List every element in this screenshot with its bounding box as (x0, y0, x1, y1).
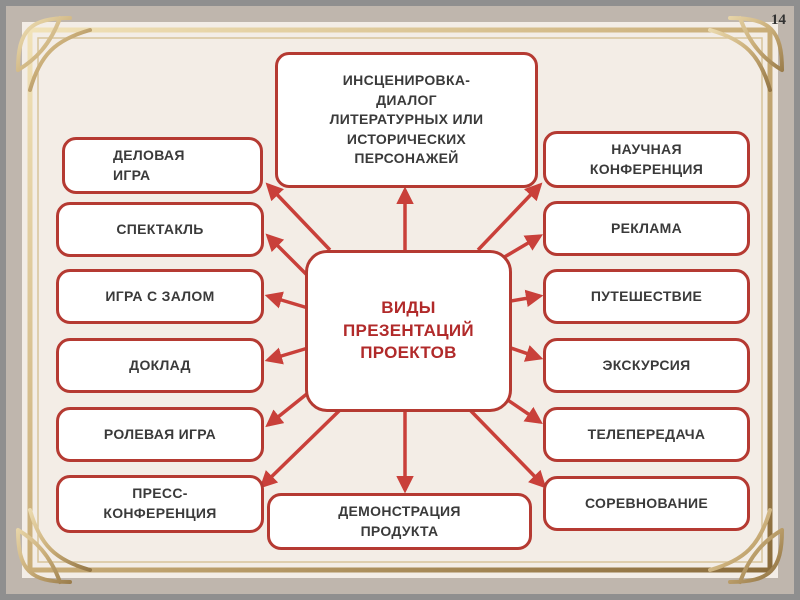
right-box-5: ТЕЛЕПЕРЕДАЧА (543, 407, 750, 462)
arrow (476, 182, 543, 252)
left-box-5: РОЛЕВАЯ ИГРА (56, 407, 264, 462)
arrow (265, 233, 314, 282)
slide-number: 14 (771, 12, 786, 28)
center-box: ВИДЫ ПРЕЗЕНТАЦИЙ ПРОЕКТОВ (305, 250, 512, 412)
left-box-2: СПЕКТАКЛЬ (56, 202, 264, 257)
arrow-group (259, 182, 547, 494)
right-box-6: СОРЕВНОВАНИЕ (543, 476, 750, 531)
right-box-2: РЕКЛАМА (543, 201, 750, 256)
right-box-3: ПУТЕШЕСТВИЕ (543, 269, 750, 324)
arrow (264, 291, 309, 310)
left-box-3: ИГРА С ЗАЛОМ (56, 269, 264, 324)
left-box-6: ПРЕСС- КОНФЕРЕНЦИЯ (56, 475, 264, 533)
left-box-1: ДЕЛОВАЯ ИГРА (62, 137, 263, 194)
arrow (264, 346, 309, 365)
arrow (265, 182, 332, 252)
right-box-1: НАУЧНАЯ КОНФЕРЕНЦИЯ (543, 131, 750, 188)
top-box: ИНСЦЕНИРОВКА- ДИАЛОГ ЛИТЕРАТУРНЫХ ИЛИ ИС… (275, 52, 538, 188)
arrow (468, 408, 547, 489)
arrow (259, 408, 342, 489)
left-box-4: ДОКЛАД (56, 338, 264, 393)
bottom-box: ДЕМОНСТРАЦИЯ ПРОДУКТА (267, 493, 532, 550)
right-box-4: ЭКСКУРСИЯ (543, 338, 750, 393)
corner-ornament (16, 16, 784, 584)
